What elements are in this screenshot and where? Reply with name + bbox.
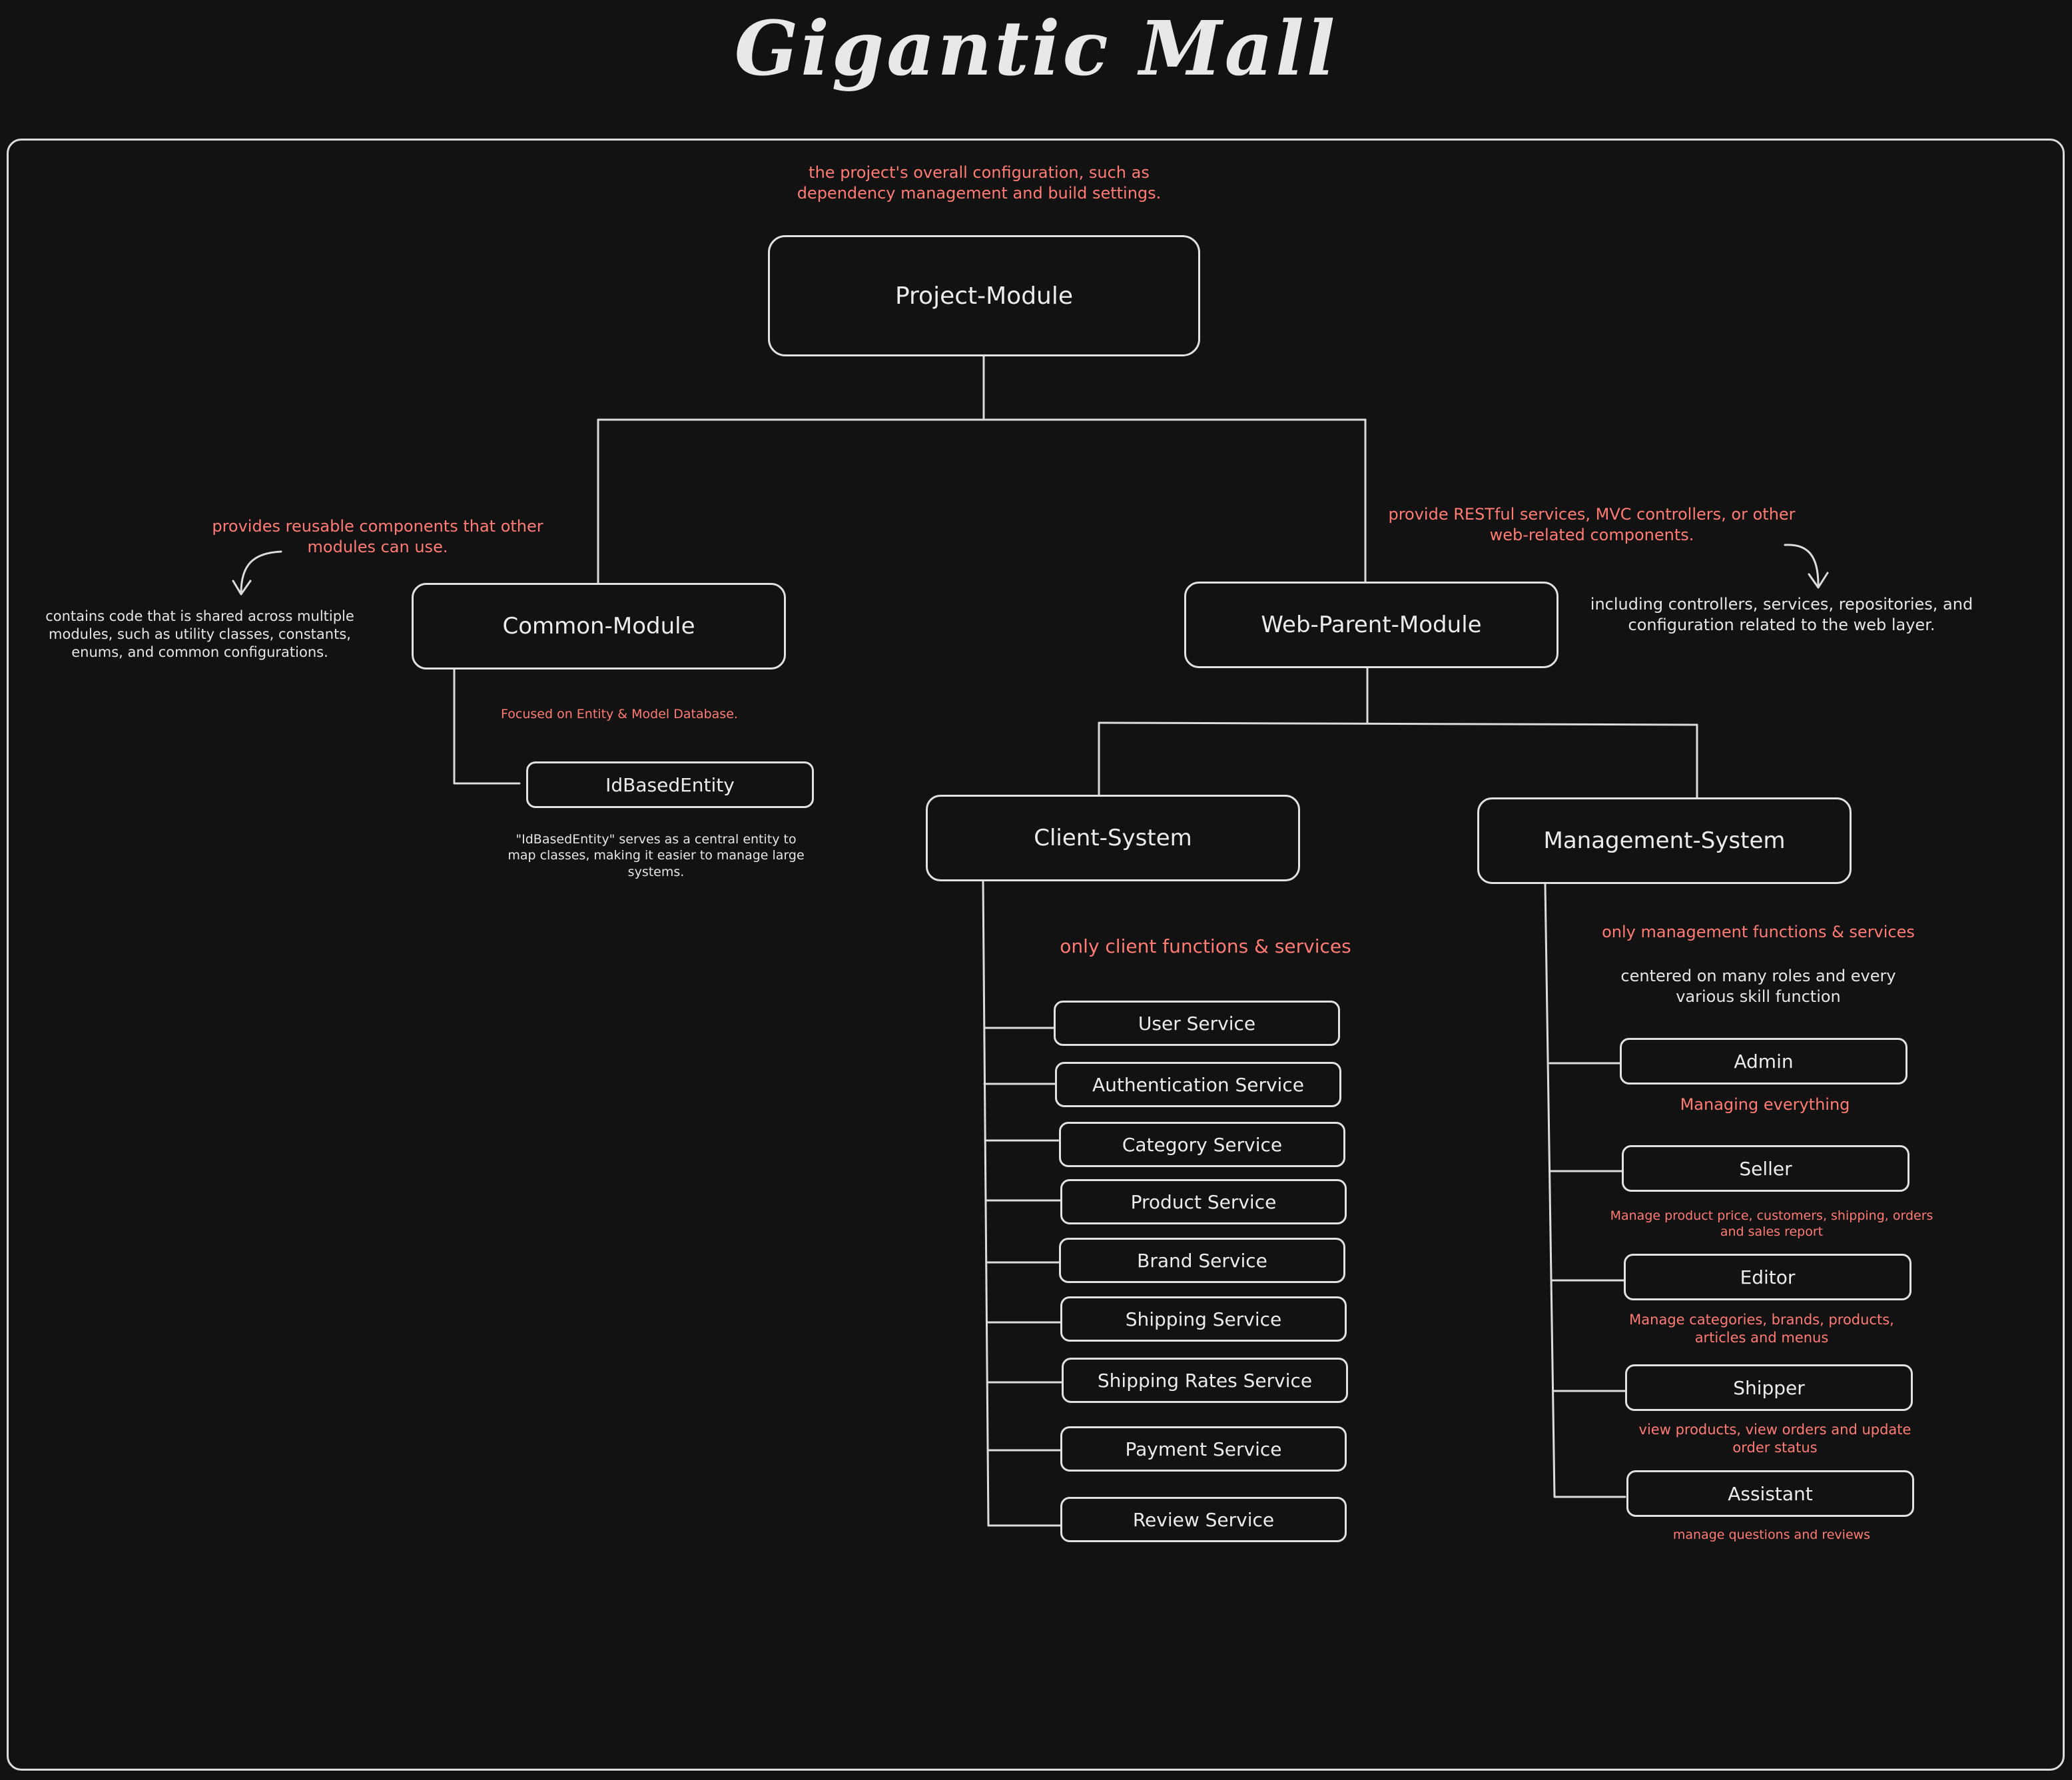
node-management-system: Management-System [1477, 797, 1852, 884]
diagram-title: Gigantic Mall [734, 5, 1338, 93]
note-common-red: provides reusable components that other … [212, 517, 543, 556]
note-role-seller: Manage product price, customers, shippin… [1610, 1208, 1933, 1240]
service-brand: Brand Service [1059, 1238, 1345, 1283]
node-common-module: Common-Module [412, 583, 786, 669]
node-web-parent-module: Web-Parent-Module [1184, 582, 1558, 668]
note-web-white: including controllers, services, reposit… [1590, 595, 1973, 634]
service-shipping: Shipping Service [1060, 1296, 1347, 1342]
role-assistant: Assistant [1626, 1470, 1914, 1517]
note-role-shipper: view products, view orders and update or… [1638, 1422, 1911, 1456]
note-common-white: contains code that is shared across mult… [45, 608, 354, 660]
service-shipping-rates: Shipping Rates Service [1062, 1358, 1348, 1403]
note-role-assistant: manage questions and reviews [1672, 1528, 1871, 1542]
role-editor: Editor [1624, 1254, 1911, 1300]
service-user: User Service [1054, 1001, 1340, 1046]
service-authentication: Authentication Service [1055, 1062, 1341, 1107]
node-id-based-entity: IdBasedEntity [526, 761, 814, 808]
note-entity-white: "IdBasedEntity" serves as a central enti… [508, 832, 805, 879]
note-management-red: only management functions & services [1602, 923, 1915, 941]
note-web-red: provide RESTful services, MVC controller… [1388, 505, 1796, 544]
node-client-system: Client-System [926, 795, 1300, 881]
role-seller: Seller [1622, 1145, 1909, 1192]
note-client-red: only client functions & services [1060, 935, 1351, 957]
diagram-frame [7, 139, 2065, 1771]
service-category: Category Service [1059, 1122, 1345, 1167]
service-product: Product Service [1060, 1179, 1347, 1224]
node-project-module: Project-Module [768, 235, 1200, 356]
role-admin: Admin [1620, 1038, 1907, 1085]
service-payment: Payment Service [1060, 1426, 1347, 1472]
note-role-editor: Manage categories, brands, products, art… [1629, 1312, 1894, 1346]
note-project: the project's overall configuration, suc… [797, 163, 1162, 203]
note-role-admin: Managing everything [1680, 1095, 1850, 1114]
note-entity-red: Focused on Entity & Model Database. [501, 707, 738, 721]
service-review: Review Service [1060, 1497, 1347, 1542]
note-management-white: centered on many roles and every various… [1620, 967, 1896, 1006]
role-shipper: Shipper [1625, 1364, 1913, 1411]
